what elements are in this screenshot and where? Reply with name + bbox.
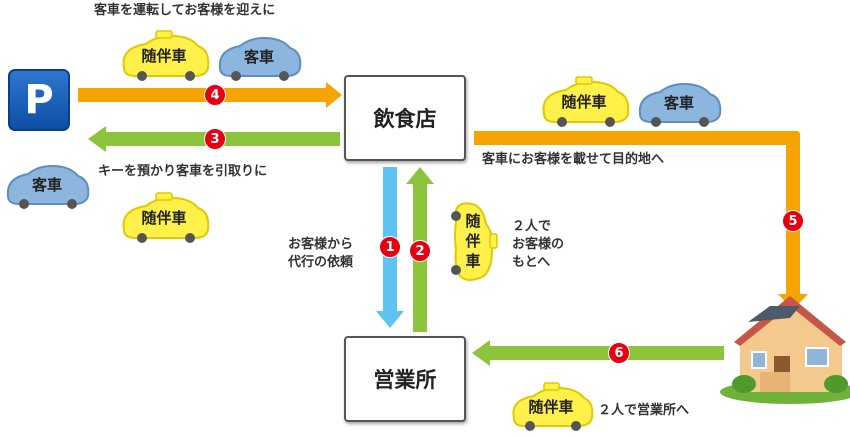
restaurant-node: 飲食店 xyxy=(344,75,466,161)
escort-car-icon xyxy=(122,30,210,81)
step-badge-5: 5 xyxy=(782,210,804,232)
escort-car-label: 随伴車 xyxy=(141,209,187,228)
customer-car-icon xyxy=(218,36,302,81)
label-step-2-line2: お客様の xyxy=(512,237,565,252)
label-step-6: ２人で営業所へ xyxy=(598,403,690,418)
arrow-step-6 xyxy=(472,340,724,366)
escort-car-right: 随伴車 xyxy=(536,76,632,128)
vertical-char: 車 xyxy=(465,252,481,270)
house-icon xyxy=(720,296,850,404)
escort-car-label: 随伴車 xyxy=(528,398,574,417)
customer-car-top: 客車 xyxy=(214,32,304,82)
arrow-step-4 xyxy=(78,82,342,108)
escort-car-icon xyxy=(122,192,210,243)
step-badge-4: 4 xyxy=(204,84,226,106)
vertical-char: 伴 xyxy=(465,232,481,250)
office-node: 営業所 xyxy=(344,336,466,422)
escort-car-icon xyxy=(512,382,594,431)
vertical-char: 随 xyxy=(465,212,481,230)
escort-car-left: 随伴車 xyxy=(116,192,212,244)
customer-car-left: 客車 xyxy=(2,160,92,210)
step-badge-6: 6 xyxy=(608,342,630,364)
label-step-2-line1: ２人で xyxy=(512,219,552,234)
parking-sign-icon: P xyxy=(8,69,70,131)
escort-car-top: 随伴車 xyxy=(116,30,212,82)
escort-car-icon xyxy=(542,76,630,127)
customer-car-label: 客車 xyxy=(243,48,274,67)
customer-car-icon xyxy=(638,82,722,127)
escort-car-label: 随伴車 xyxy=(561,93,607,112)
escort-car-icon xyxy=(451,202,498,281)
label-step-3: キーを預かり客車を引取りに xyxy=(98,164,268,179)
customer-car-label: 客車 xyxy=(31,176,62,195)
step-badge-3: 3 xyxy=(204,128,226,150)
label-step-4: 客車を運転してお客様を迎えに xyxy=(94,3,276,18)
escort-car-vertical: 随 伴 車 xyxy=(448,196,498,286)
label-step-1-line2: 代行の依頼 xyxy=(288,255,354,270)
step-badge-2: 2 xyxy=(409,240,431,262)
customer-car-icon xyxy=(6,164,90,209)
label-step-1-line1: お客様から xyxy=(288,237,354,252)
customer-car-right: 客車 xyxy=(634,78,724,128)
escort-car-vertical-label: 随 伴 車 xyxy=(448,211,498,271)
label-step-2-line3: もとへ xyxy=(512,255,551,270)
step-badge-1: 1 xyxy=(379,236,401,258)
escort-car-label: 随伴車 xyxy=(141,47,187,66)
customer-car-label: 客車 xyxy=(663,94,694,113)
escort-car-bottom: 随伴車 xyxy=(506,382,596,432)
label-step-5: 客車にお客様を載せて目的地へ xyxy=(482,152,665,167)
